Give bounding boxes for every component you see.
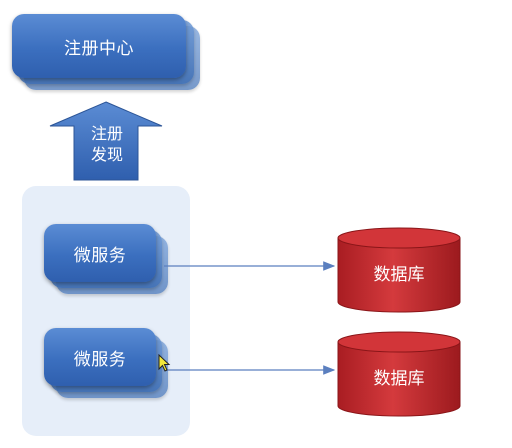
database-cylinder-2 bbox=[337, 331, 461, 417]
microservice-box-2: 微服务 bbox=[44, 328, 156, 386]
register-discover-arrow bbox=[49, 101, 163, 181]
microservice-label: 微服务 bbox=[73, 349, 127, 370]
arrow-label-discover: 发现 bbox=[90, 145, 123, 164]
arrow-label-register: 注册 bbox=[90, 124, 123, 143]
registry-center-label: 注册中心 bbox=[64, 38, 134, 59]
microservice-label: 微服务 bbox=[73, 245, 127, 266]
database-label: 数据库 bbox=[373, 265, 425, 285]
database-label: 数据库 bbox=[373, 369, 425, 389]
mouse-cursor-icon bbox=[158, 354, 171, 372]
database-cylinder-1 bbox=[337, 227, 461, 313]
microservice-box-1: 微服务 bbox=[44, 224, 156, 282]
registry-center-box: 注册中心 bbox=[12, 14, 186, 78]
